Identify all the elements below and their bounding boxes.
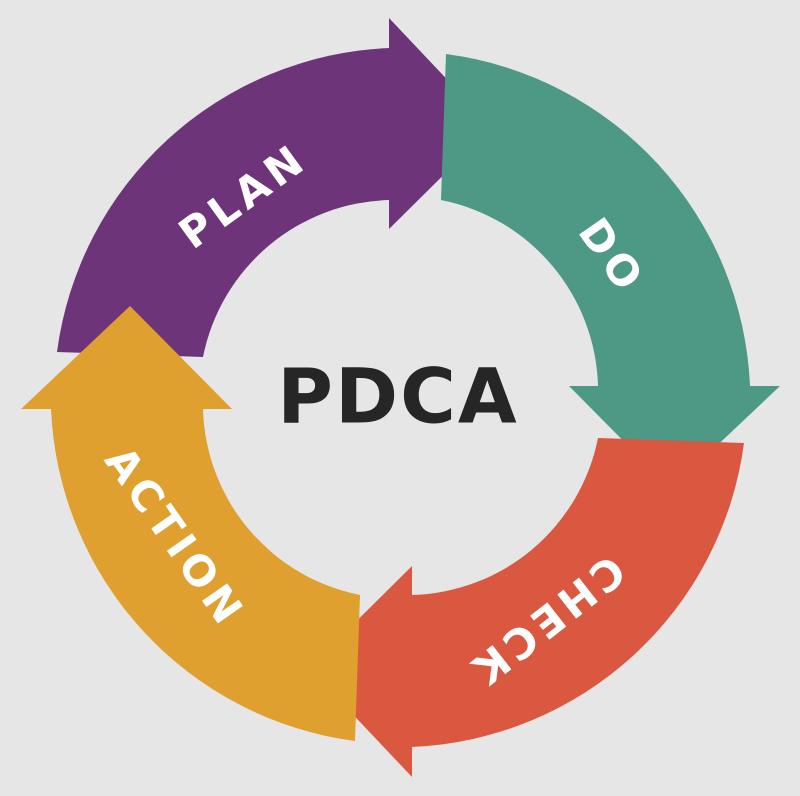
action-arrow	[21, 306, 360, 741]
center-title: PDCA	[277, 352, 518, 441]
check-arrow	[309, 438, 744, 777]
do-arrow	[441, 54, 780, 489]
plan-arrow	[57, 18, 492, 357]
